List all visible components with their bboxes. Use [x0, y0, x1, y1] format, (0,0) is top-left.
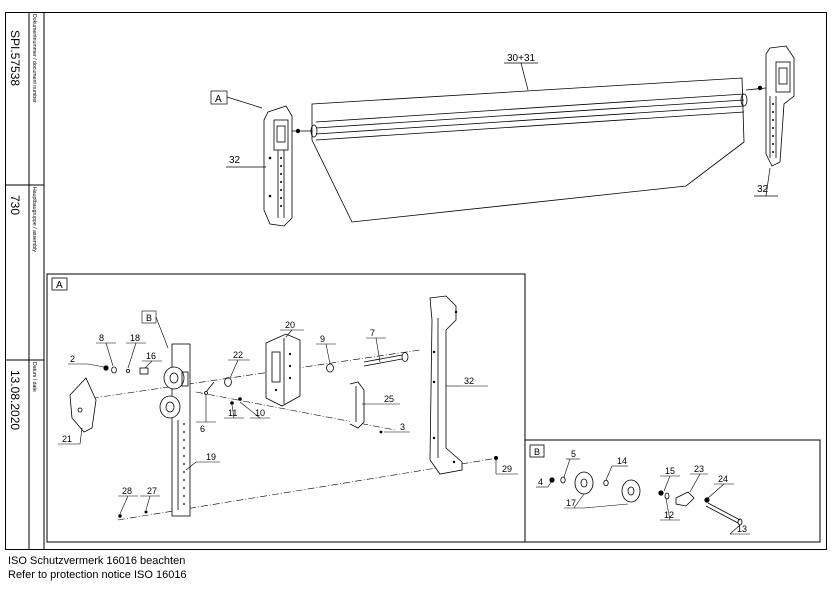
label-25: 25	[384, 394, 394, 404]
overview-label-right-bracket: 32	[757, 184, 769, 195]
label-22: 22	[233, 350, 243, 360]
protection-notice-en: Refer to protection notice ISO 16016	[8, 569, 187, 581]
detail-b-leaders	[536, 458, 750, 535]
label-b-15: 15	[665, 466, 675, 476]
label-21: 21	[62, 434, 72, 444]
label-20: 20	[285, 320, 295, 330]
overview-label-left-bracket: 32	[229, 155, 241, 166]
label-18: 18	[130, 333, 140, 343]
label-10: 10	[255, 408, 265, 418]
label-27: 27	[147, 486, 157, 496]
detail-a-parts	[69, 295, 499, 521]
label-b-12: 12	[664, 510, 674, 520]
overview-view-marker-a: A	[215, 94, 222, 105]
detail-b-parts	[549, 471, 743, 526]
doc-number-label: Dokumentnummer / document number	[31, 14, 37, 103]
label-28: 28	[122, 486, 132, 496]
detail-a-labels: 8 18 2 16 22 20 9 7 6 11 10 25 21 3 32 1…	[62, 320, 512, 496]
label-2: 2	[70, 354, 75, 364]
label-19: 19	[206, 452, 216, 462]
detail-a-marker-box	[51, 277, 68, 291]
label-29: 29	[502, 464, 512, 474]
detail-b-marker-box	[529, 444, 545, 458]
label-b-14: 14	[617, 456, 627, 466]
label-6: 6	[200, 424, 205, 434]
protection-notice-de: ISO Schutzvermerk 16016 beachten	[8, 555, 186, 567]
label-b-13: 13	[737, 524, 747, 534]
label-b-17: 17	[566, 498, 576, 508]
detail-b-labels: 5 14 4 17 15 23 24 12 13	[538, 449, 747, 534]
assembly-label: Hauptbaugruppe / assembly	[31, 187, 37, 252]
detail-b-marker: B	[534, 447, 540, 457]
assembly-number: 730	[8, 195, 22, 215]
detail-a-sub-marker-b: B	[146, 313, 152, 323]
label-11: 11	[228, 408, 237, 418]
detail-a-frame	[46, 273, 526, 543]
label-b-23: 23	[694, 464, 704, 474]
title-block	[5, 12, 45, 550]
date-value: 13.08.2020	[8, 370, 22, 430]
label-8: 8	[99, 333, 104, 343]
detail-b-frame	[524, 439, 821, 543]
label-32: 32	[464, 376, 474, 386]
drawing-sheet-border	[5, 12, 827, 550]
overview-label-panel: 30+31	[507, 53, 536, 64]
detail-a-leaders	[58, 310, 518, 515]
label-16: 16	[146, 351, 156, 361]
label-b-24: 24	[718, 474, 728, 484]
label-3: 3	[400, 422, 405, 432]
doc-number: SPI.57538	[8, 30, 22, 86]
overview-leaders	[210, 62, 778, 197]
label-b-5: 5	[571, 449, 576, 459]
detail-a-marker: A	[56, 280, 63, 291]
label-7: 7	[370, 328, 375, 338]
overview-view	[263, 45, 795, 227]
date-label: Datum / date	[31, 362, 37, 392]
label-b-4: 4	[538, 477, 543, 487]
label-9: 9	[320, 334, 325, 344]
